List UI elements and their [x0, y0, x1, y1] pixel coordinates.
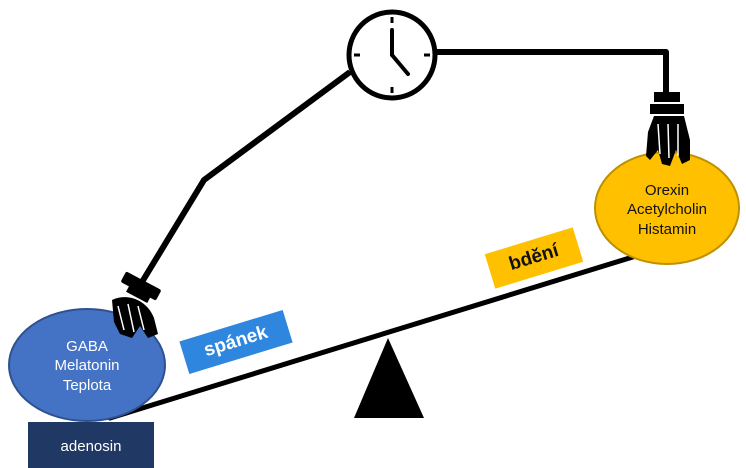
left-ellipse-line: GABA — [66, 337, 108, 355]
right-ellipse-line: Orexin — [644, 181, 690, 199]
adenosin-box — [28, 422, 154, 468]
left-ellipse-line: Teplota — [62, 376, 112, 394]
clock-icon — [346, 9, 438, 101]
hand-icon — [112, 272, 161, 338]
right-ellipse-labels: Orexin Acetylcholin Histamin — [600, 180, 734, 240]
right-string — [436, 49, 669, 98]
left-string — [139, 69, 352, 284]
left-ellipse — [8, 308, 166, 422]
fulcrum-icon — [354, 338, 424, 418]
right-ellipse-line: Acetylcholin — [626, 201, 708, 219]
hand-icon — [646, 92, 690, 166]
seesaw-beam — [107, 245, 665, 421]
left-ellipse-line: Melatonin — [54, 357, 120, 375]
adenosin-label: adenosin — [60, 437, 122, 455]
left-ellipse-labels: GABA Melatonin Teplota — [22, 336, 152, 396]
right-ellipse-line: Histamin — [637, 220, 697, 238]
